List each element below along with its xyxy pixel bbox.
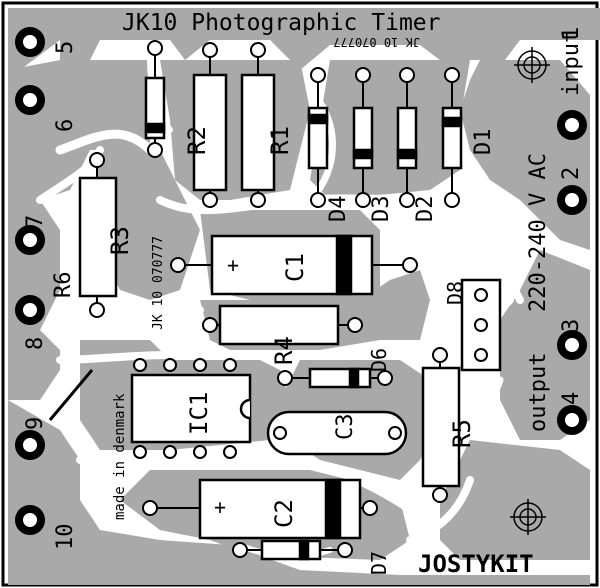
label-r4: R4 (270, 336, 298, 365)
label-input: input (559, 30, 584, 96)
terminal-label-3: 3 (559, 319, 584, 332)
label-r3: R3 (106, 226, 134, 255)
label-c2-plus: + (214, 495, 226, 519)
components (48, 50, 502, 561)
terminal-label-2: 2 (559, 167, 584, 180)
terminal-pad-4 (557, 405, 587, 435)
label-r2: R2 (183, 126, 211, 155)
label-version: JK 10 070777 (151, 236, 166, 330)
terminal-label-7: 7 (23, 215, 48, 228)
terminal-label-5: 5 (53, 41, 78, 54)
terminal-pad-6 (15, 85, 45, 115)
label-r6: R6 (51, 272, 76, 299)
terminal-label-9: 9 (23, 417, 48, 430)
label-c1: C1 (281, 253, 309, 282)
label-r5: R5 (448, 419, 476, 448)
terminal-pad-8 (15, 295, 45, 325)
terminal-pad-10 (15, 505, 45, 535)
terminal-label-1: 1 (559, 27, 584, 40)
label-d1: D1 (471, 129, 496, 156)
pads (89, 40, 488, 558)
label-d8: D8 (443, 281, 467, 305)
terminal-pad-2 (557, 185, 587, 215)
label-ic1: IC1 (185, 392, 213, 435)
label-c2: C2 (270, 499, 298, 528)
label-voltage: 220-240 V AC (526, 153, 551, 312)
terminal-pads (15, 27, 587, 535)
terminal-pad-5 (15, 27, 45, 57)
label-d6: D6 (367, 348, 391, 372)
brand-logo: JOSTYKIT (418, 550, 534, 578)
mounting-holes (510, 47, 550, 535)
terminal-label-4: 4 (559, 392, 584, 405)
terminal-pad-7 (15, 225, 45, 255)
terminal-pad-1 (557, 110, 587, 140)
label-d3: D3 (369, 196, 394, 223)
label-r1: R1 (266, 126, 294, 155)
trace-isolation (36, 57, 524, 559)
label-d2: D2 (413, 196, 438, 223)
label-c3: C3 (333, 414, 358, 441)
terminal-pad-9 (15, 430, 45, 460)
mirror-version-text: JK 10 070777 (333, 35, 420, 49)
terminal-label-8: 8 (23, 337, 48, 350)
label-c1-plus: + (227, 253, 239, 277)
terminal-label-10: 10 (53, 524, 78, 551)
label-d7: D7 (367, 551, 391, 575)
board-title: JK10 Photographic Timer (122, 10, 441, 36)
label-d4: D4 (326, 196, 351, 223)
terminal-pad-3 (557, 330, 587, 360)
terminal-label-6: 6 (53, 119, 78, 132)
label-made-in: made in denmark (112, 393, 128, 520)
label-output: output (526, 353, 551, 432)
